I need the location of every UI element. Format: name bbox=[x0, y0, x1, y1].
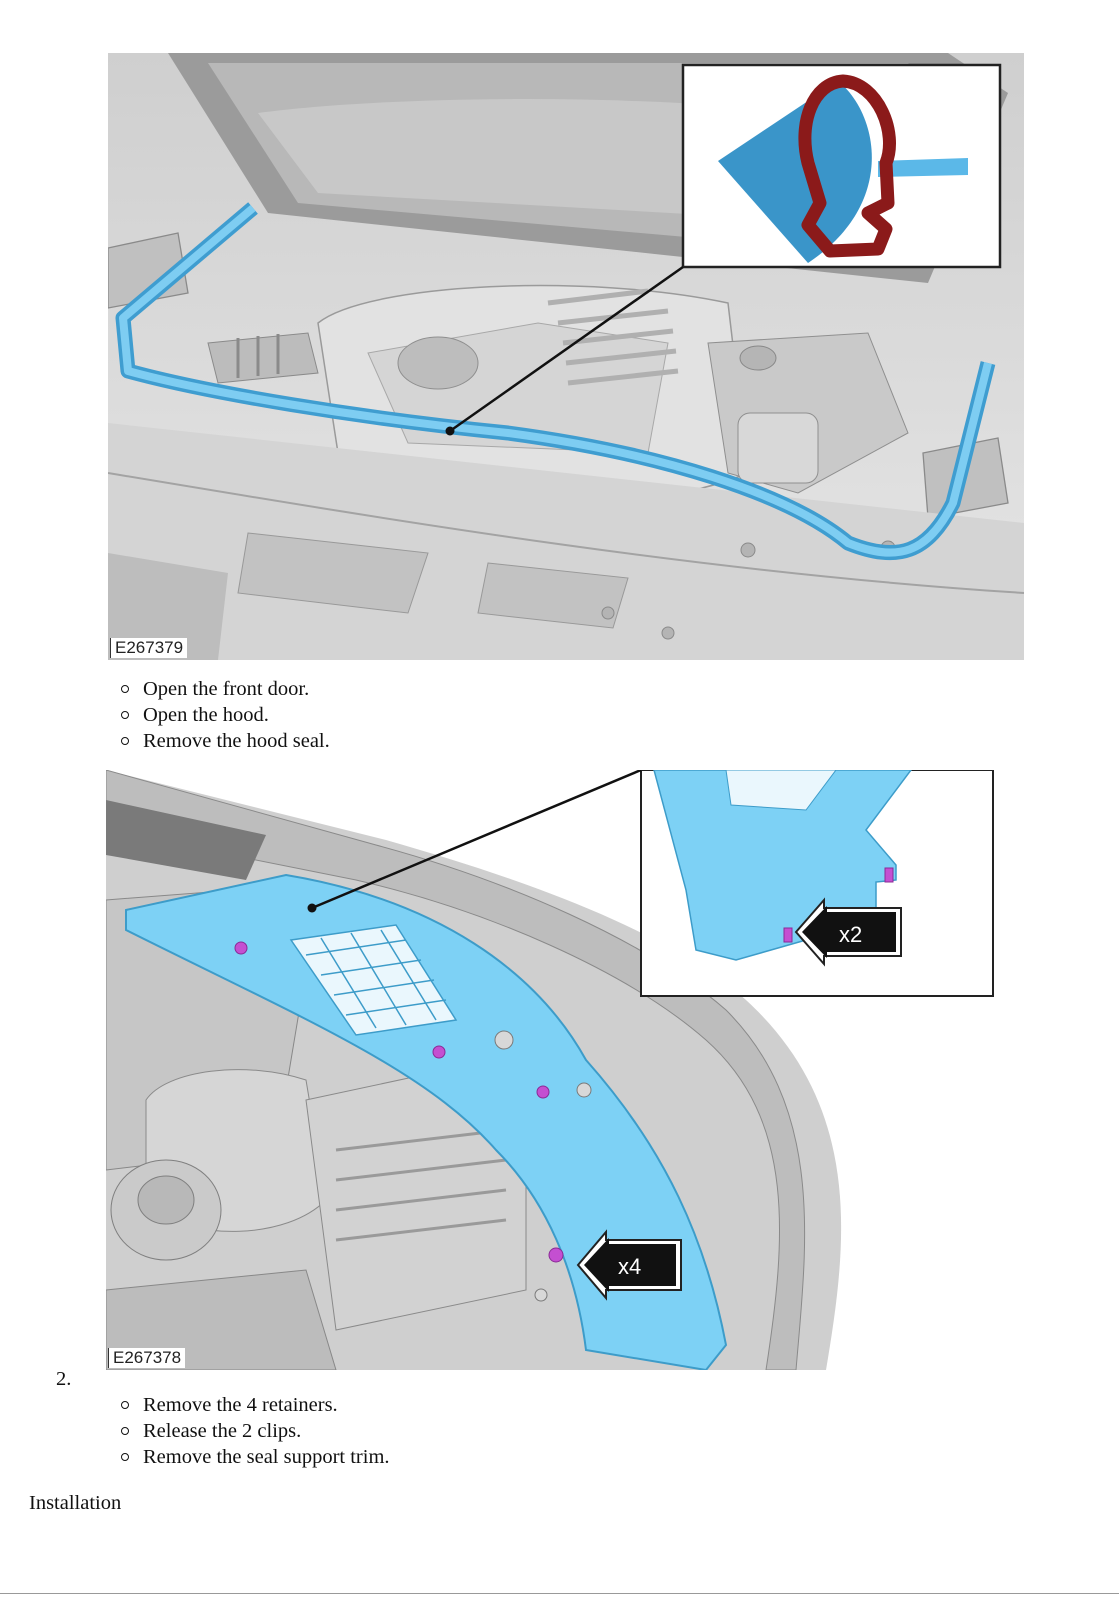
fender-trim-illustration bbox=[106, 770, 994, 1370]
list-item: Remove the seal support trim. bbox=[118, 1444, 390, 1470]
instruction-list: Remove the 4 retainers. Release the 2 cl… bbox=[118, 1392, 390, 1470]
page-divider bbox=[0, 1593, 1119, 1594]
seal-support-trim bbox=[125, 873, 728, 1370]
list-item: Remove the hood seal. bbox=[118, 728, 330, 754]
retainers-callout bbox=[576, 1229, 682, 1301]
list-item: Remove the 4 retainers. bbox=[118, 1392, 390, 1418]
engine-bay-illustration bbox=[108, 53, 1024, 660]
list-item: Open the hood. bbox=[118, 702, 330, 728]
clips-callout bbox=[794, 897, 902, 967]
seal-cross-section-icon bbox=[718, 74, 968, 263]
instruction-list: Open the front door. Open the hood. Remo… bbox=[118, 676, 330, 754]
figure-seal-support-trim: x4 x2 E267378 bbox=[106, 770, 1017, 1370]
step-number: 2. bbox=[56, 1368, 72, 1390]
section-heading: Installation bbox=[29, 1492, 122, 1514]
list-item: Open the front door. bbox=[118, 676, 330, 702]
clips-count: x2 bbox=[839, 922, 863, 947]
list-item: Release the 2 clips. bbox=[118, 1418, 390, 1444]
figure-label: E267378 bbox=[108, 1348, 186, 1368]
figure-label: E267379 bbox=[110, 638, 188, 658]
retainers-count: x4 bbox=[618, 1254, 642, 1279]
figure-hood-seal: E267379 bbox=[108, 53, 1024, 660]
